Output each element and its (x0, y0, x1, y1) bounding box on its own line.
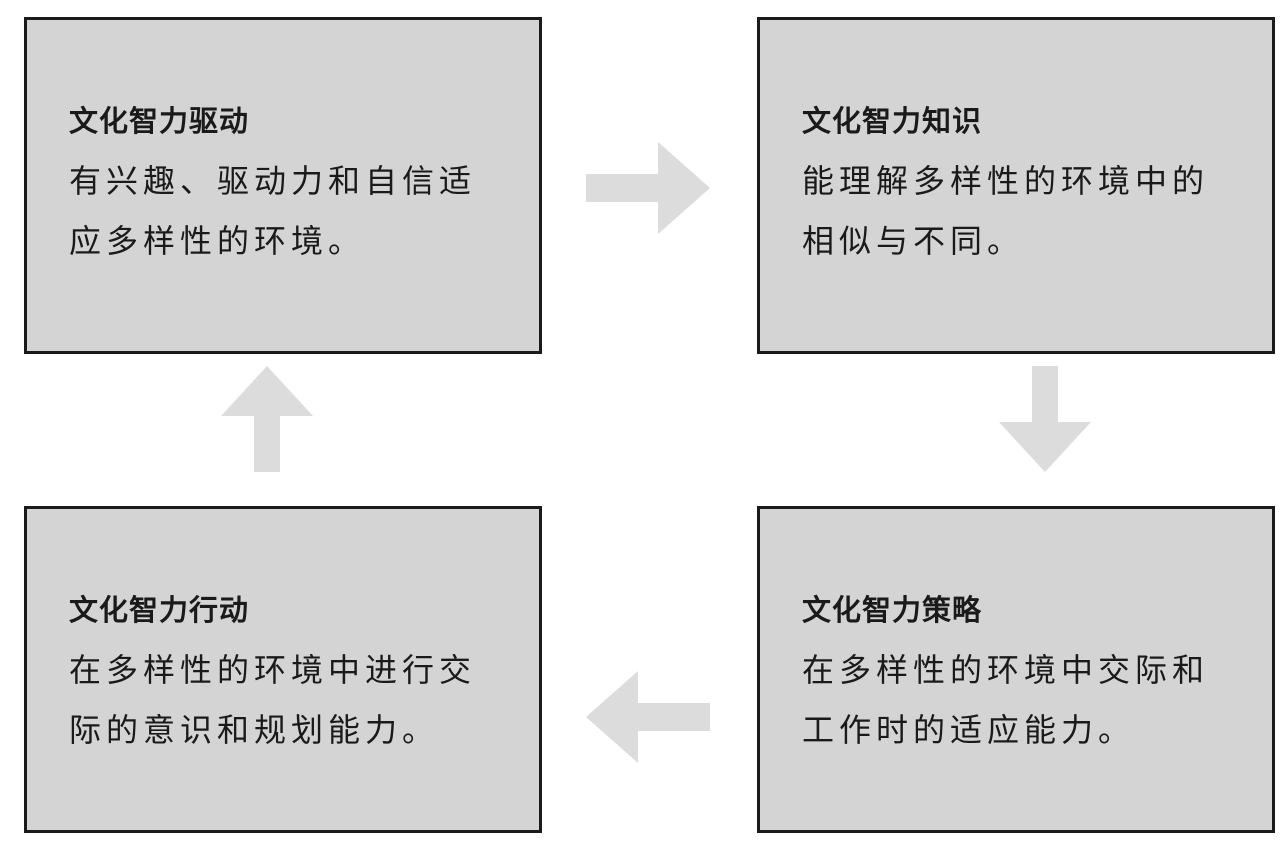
arrow-right-icon (586, 142, 710, 234)
cq-action-box: 文化智力行动 在多样性的环境中进行交际的意识和规划能力。 (24, 506, 542, 833)
arrow-down-icon (999, 366, 1091, 472)
cq-strategy-description: 在多样性的环境中交际和工作时的适应能力。 (802, 650, 1210, 749)
cq-action-description: 在多样性的环境中进行交际的意识和规划能力。 (69, 650, 477, 749)
cq-action-title: 文化智力行动 (69, 593, 250, 627)
cq-drive-description: 有兴趣、驱动力和自信适应多样性的环境。 (69, 161, 477, 260)
cq-strategy-title: 文化智力策略 (802, 593, 983, 627)
cq-knowledge-title: 文化智力知识 (802, 104, 983, 138)
arrow-left-icon (586, 671, 710, 763)
cq-drive-title: 文化智力驱动 (69, 104, 250, 138)
cq-strategy-box: 文化智力策略 在多样性的环境中交际和工作时的适应能力。 (757, 506, 1275, 833)
arrow-up-icon (221, 366, 313, 472)
cq-knowledge-box: 文化智力知识 能理解多样性的环境中的相似与不同。 (757, 17, 1275, 354)
cq-knowledge-description: 能理解多样性的环境中的相似与不同。 (802, 161, 1210, 260)
cq-drive-box: 文化智力驱动 有兴趣、驱动力和自信适应多样性的环境。 (24, 17, 542, 354)
